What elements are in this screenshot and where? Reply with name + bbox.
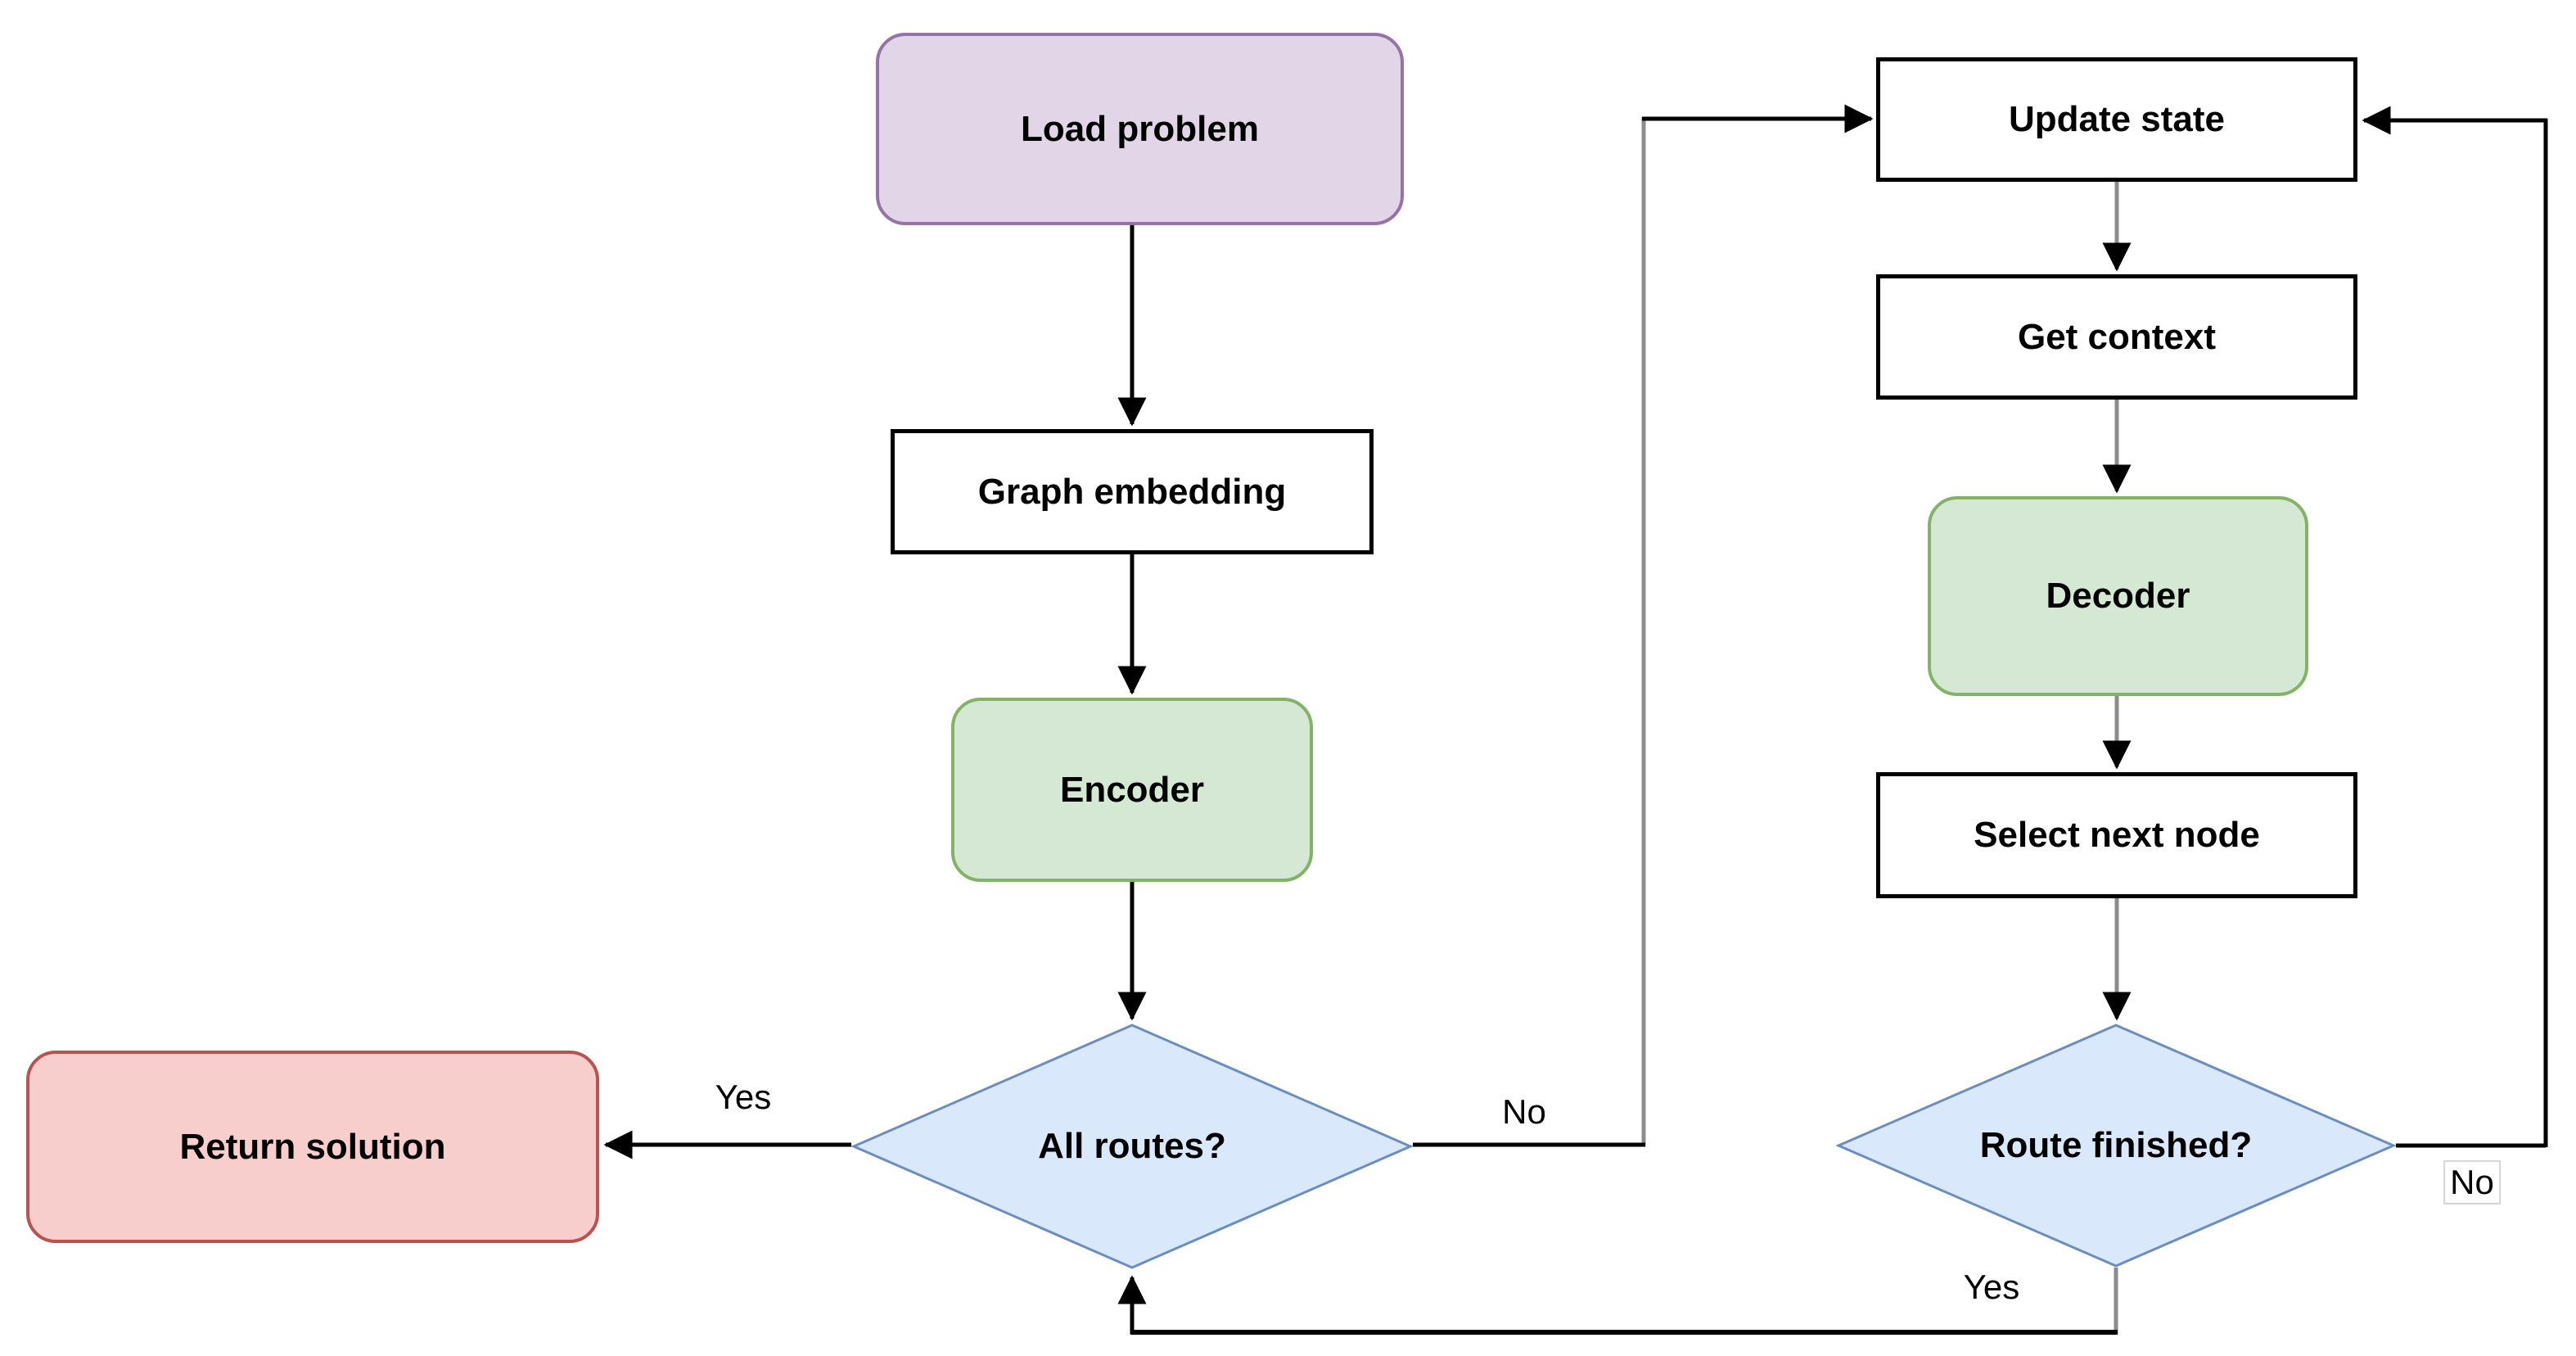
node-select-next-node: Select next node [1876, 772, 2357, 898]
node-decoder: Decoder [1928, 496, 2308, 696]
edge-label-routefinished-no: No [2443, 1159, 2501, 1205]
node-all-routes: All routes? [851, 1024, 1413, 1269]
node-select-next-node-label: Select next node [1974, 815, 2260, 855]
edge-label-routefinished-yes: Yes [1958, 1266, 2025, 1309]
node-load-problem: Load problem [876, 33, 1404, 225]
all-routes-diamond-shape [851, 1024, 1413, 1269]
node-update-state: Update state [1876, 57, 2357, 182]
node-update-state-label: Update state [2008, 99, 2226, 139]
node-graph-embedding: Graph embedding [891, 429, 1374, 554]
node-all-routes-label: All routes? [1038, 1126, 1226, 1166]
edge-label-allroutes-yes: Yes [710, 1076, 777, 1119]
node-get-context-label: Get context [2017, 316, 2217, 357]
node-encoder-label: Encoder [1059, 769, 1205, 810]
node-return-solution-label: Return solution [179, 1126, 446, 1167]
node-graph-embedding-label: Graph embedding [977, 471, 1287, 512]
node-route-finished: Route finished? [1836, 1024, 2396, 1268]
edge-label-allroutes-no: No [1497, 1091, 1551, 1133]
node-load-problem-label: Load problem [1021, 108, 1259, 149]
node-decoder-label: Decoder [2046, 576, 2190, 616]
node-return-solution: Return solution [26, 1051, 599, 1243]
node-route-finished-label: Route finished? [1979, 1125, 2253, 1165]
route-finished-diamond-shape [1836, 1024, 2396, 1268]
node-encoder: Encoder [951, 698, 1313, 882]
node-get-context: Get context [1876, 274, 2357, 400]
